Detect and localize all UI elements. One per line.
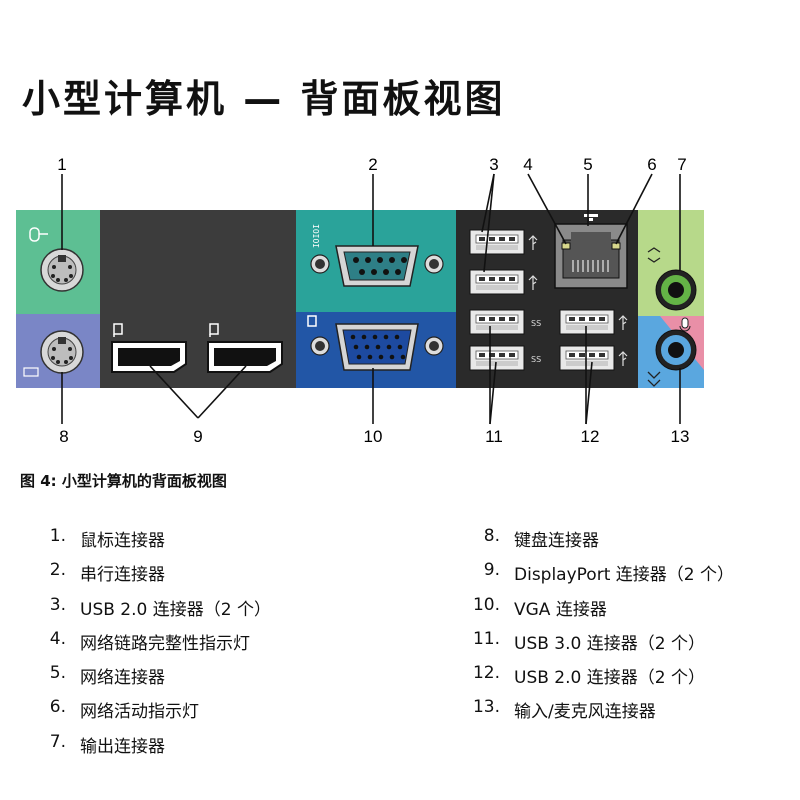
list-item-label: USB 3.0 连接器（2 个） [514,633,705,654]
list-item: 8. 键盘连接器 [460,526,734,560]
vga-port[interactable] [310,323,444,371]
list-item-number: 11. [472,628,500,649]
serial-port[interactable] [310,245,444,287]
list-item: 10. VGA 连接器 [460,595,734,629]
line-out-jack[interactable] [655,269,697,311]
back-panel-diagram: IOIOI SS SS [16,155,704,446]
mouse-ps2-port[interactable] [40,248,84,292]
list-item: 1. 鼠标连接器 [36,526,271,560]
list-item-number: 3. [49,594,66,615]
usb2-port-3[interactable] [559,309,615,335]
list-item: 12. USB 2.0 连接器（2 个） [460,663,734,697]
callout-2: 2 [368,155,377,174]
callout-9: 9 [193,427,202,446]
network-icon [584,214,598,221]
list-item-number: 5. [49,663,66,684]
list-item-label: DisplayPort 连接器（2 个） [514,565,734,586]
callout-8: 8 [59,427,68,446]
callout-11: 11 [485,427,503,446]
list-item-label: 网络活动指示灯 [80,702,199,723]
callout-3: 3 [489,155,498,174]
list-item-label: 鼠标连接器 [80,531,165,551]
callout-10: 10 [364,427,383,446]
leader-lines [61,173,681,425]
list-item: 4. 网络链路完整性指示灯 [36,629,271,663]
svg-text:SS: SS [531,319,541,328]
list-item-label: USB 2.0 连接器（2 个） [514,668,705,689]
list-item-number: 4. [49,628,66,649]
microphone-icon [679,317,691,332]
list-item-number: 7. [49,731,66,752]
keyboard-icon [23,367,39,377]
displayport-2-icon [209,323,219,337]
list-item: 2. 串行连接器 [36,560,271,594]
line-in-icon [647,371,661,387]
callout-4: 4 [523,155,532,174]
list-item-label: 网络连接器 [80,668,165,689]
vga-icon [307,315,317,327]
displayport-1-icon [113,323,123,337]
svg-text:SS: SS [531,355,541,364]
list-item-label: 串行连接器 [80,565,165,586]
list-item-label: 网络链路完整性指示灯 [80,633,250,654]
list-item-label: 键盘连接器 [514,531,599,551]
list-item-number: 10. [472,594,500,615]
list-item-label: 输出连接器 [80,736,165,757]
list-item-number: 6. [49,697,66,718]
speaker-icon [647,247,661,263]
mouse-icon [29,227,48,242]
list-item-number: 13. [472,697,500,718]
mic-jack[interactable] [655,329,697,371]
usb2-port-2[interactable] [469,269,525,295]
callout-12: 12 [581,427,600,446]
list-item: 3. USB 2.0 连接器（2 个） [36,595,271,629]
figure-caption: 图 4: 小型计算机的背面板视图 [20,472,227,490]
legend-list-left: 1. 鼠标连接器 2. 串行连接器 3. USB 2.0 连接器（2 个） 4. 网络链… [36,526,271,766]
callout-6: 6 [647,155,656,174]
callout-13: 13 [671,427,690,446]
list-item: 5. 网络连接器 [36,663,271,697]
list-item: 6. 网络活动指示灯 [36,697,271,731]
list-item-label: VGA 连接器 [514,599,607,620]
callout-1: 1 [57,155,66,174]
list-item-number: 1. [49,526,66,546]
callout-numbers: 1 2 3 4 5 6 7 8 9 10 11 12 13 [57,155,689,446]
network-port[interactable] [554,223,628,289]
usb3-port-1[interactable] [469,309,525,335]
usb3-ss-icon: SS SS [531,319,541,364]
displayport-1[interactable] [111,341,187,373]
usb3-port-2[interactable] [469,345,525,371]
list-item-label: 输入/麦克风连接器 [514,702,656,723]
list-item-number: 2. [49,560,66,581]
list-item: 11. USB 3.0 连接器（2 个） [460,629,734,663]
keyboard-ps2-port[interactable] [40,330,84,374]
list-item-number: 9. [483,560,500,581]
usb2-port-4[interactable] [559,345,615,371]
legend-list-right: 8. 键盘连接器 9. DisplayPort 连接器（2 个） 10. VGA 连接… [460,526,734,732]
callout-7: 7 [677,155,686,174]
callout-5: 5 [583,155,592,174]
list-item: 9. DisplayPort 连接器（2 个） [460,560,734,594]
list-item: 13. 输入/麦克风连接器 [460,697,734,731]
serial-icon: IOIOI [311,224,320,248]
list-item-number: 12. [472,663,500,684]
list-item: 7. 输出连接器 [36,732,271,766]
usb-icon [528,235,628,366]
list-item-label: USB 2.0 连接器（2 个） [80,599,271,620]
page-title: 小型计算机 — 背面板视图 [22,77,506,121]
usb2-port-1[interactable] [469,229,525,255]
list-item-number: 8. [483,526,500,546]
